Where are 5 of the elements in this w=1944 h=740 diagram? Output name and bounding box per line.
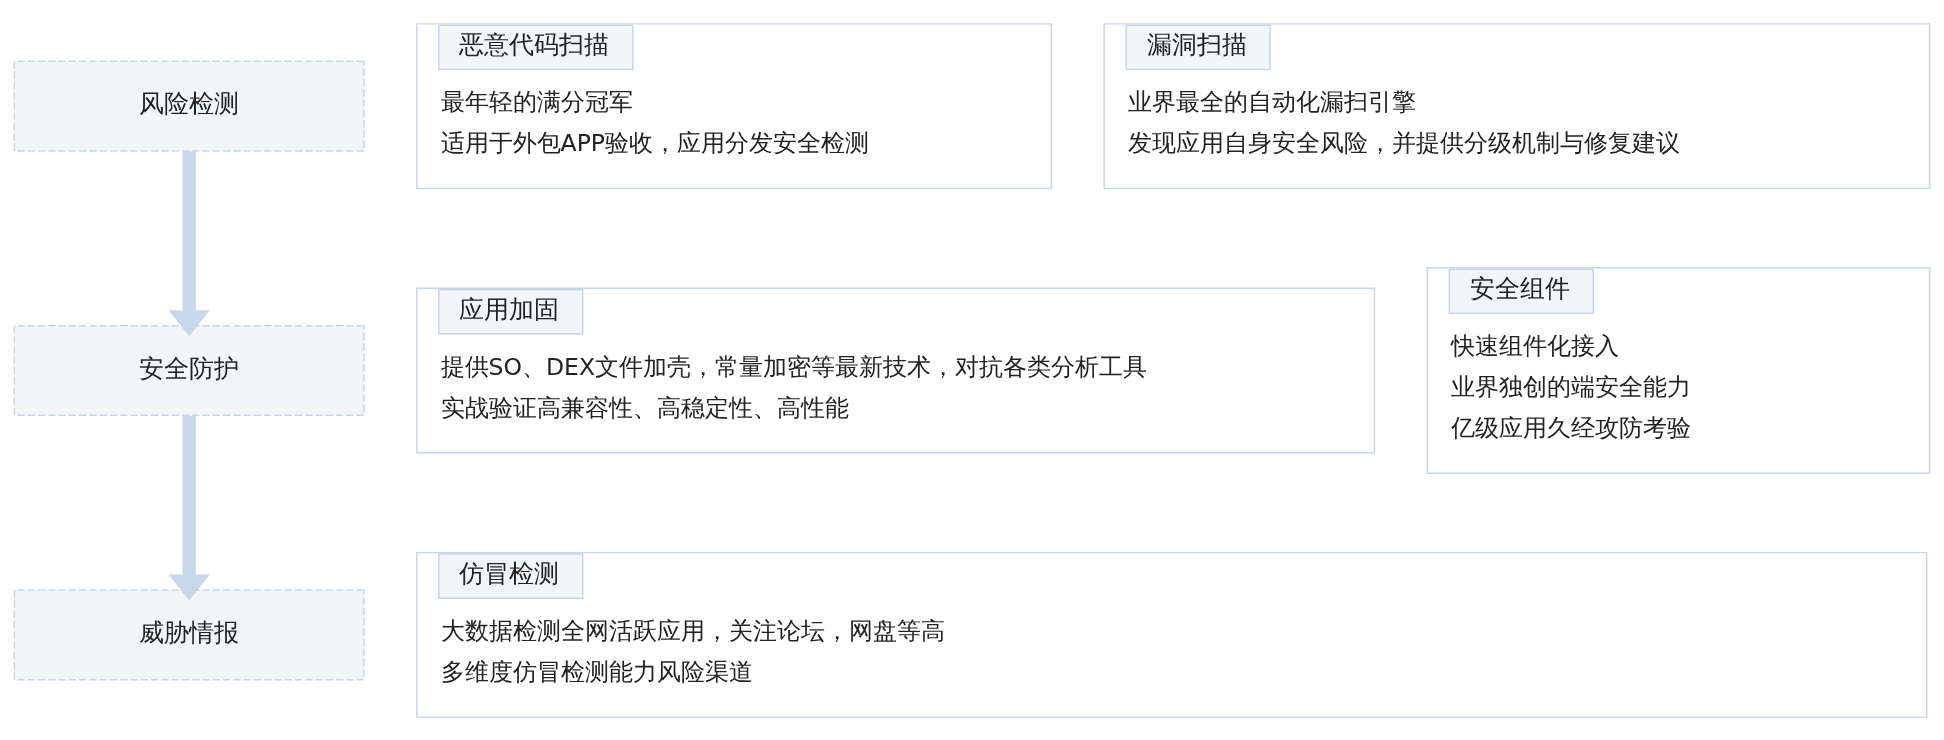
arrow [168, 415, 210, 601]
node-box: 威胁情报 [13, 588, 365, 680]
node-box: 安全防护 [13, 324, 365, 416]
node-box: 风险检测 [13, 60, 365, 152]
arrow [168, 150, 210, 336]
